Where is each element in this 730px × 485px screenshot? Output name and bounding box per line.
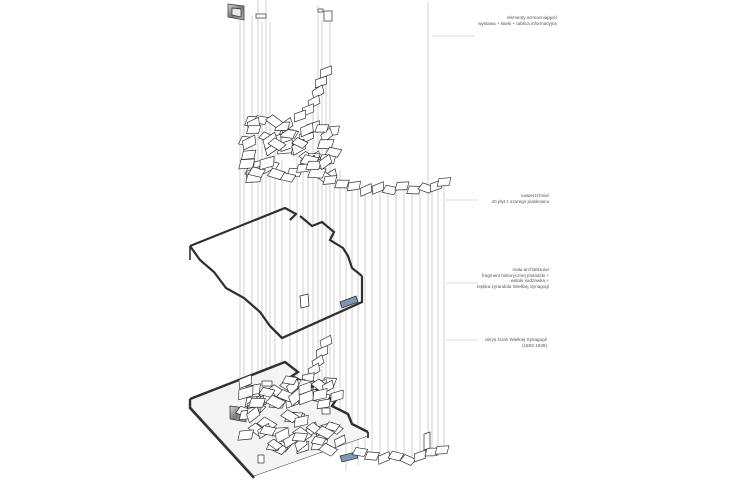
paving-tile bbox=[293, 414, 309, 428]
paving-tile bbox=[291, 137, 309, 149]
paving-tile bbox=[264, 114, 284, 129]
paving-tile bbox=[351, 447, 369, 457]
paving-tile bbox=[314, 425, 336, 440]
paving-tile bbox=[394, 181, 410, 191]
vertical-post bbox=[423, 431, 431, 451]
floor-fragment-details bbox=[299, 293, 359, 309]
annotation-line: (1863-1939) bbox=[521, 342, 547, 348]
top-exhibition-elements bbox=[227, 3, 333, 22]
paving-tile bbox=[267, 137, 287, 151]
paving-tile bbox=[283, 432, 297, 449]
annotation-exhibition-elements: elementy wzmacniające/ wystawa + ławki +… bbox=[478, 15, 557, 26]
paving-tile bbox=[300, 122, 314, 138]
annotation-line: mała architektura/ bbox=[512, 267, 549, 272]
annotation-line: elementy wzmacniające/ bbox=[506, 15, 557, 20]
paving-tile bbox=[359, 183, 373, 197]
paving-tile bbox=[238, 385, 254, 401]
paving-tile bbox=[310, 435, 327, 446]
paving-tile bbox=[246, 405, 261, 424]
paving-tile bbox=[381, 184, 399, 196]
paving-tile bbox=[315, 345, 329, 359]
paving-tile bbox=[305, 160, 322, 170]
annotation-line: obrys ścian Wielkiej Synagogi/ bbox=[484, 337, 547, 342]
annotation-line: nawierzchnia/ bbox=[520, 193, 549, 198]
paving-tile bbox=[264, 394, 287, 410]
annotation-line: fragment historycznej posadzki + bbox=[481, 272, 549, 278]
annotation-line: 40 płyt z szarego piaskowca bbox=[491, 198, 549, 204]
paving-tile bbox=[319, 65, 333, 79]
paving-tile bbox=[316, 398, 331, 410]
annotation-line: wystawa + ławki + tablica informacyjna bbox=[478, 20, 557, 26]
upper-paving-tiles bbox=[237, 65, 452, 197]
paving-tile bbox=[298, 381, 312, 396]
paving-tile bbox=[387, 450, 405, 462]
paving-tile bbox=[312, 388, 328, 402]
paving-tile bbox=[322, 175, 338, 185]
paving-tile bbox=[280, 409, 300, 424]
annotation-synagogue-outline: obrys ścian Wielkiej Synagogi/ (1863-193… bbox=[485, 337, 547, 348]
paving-tile bbox=[334, 179, 350, 189]
paving-tile bbox=[311, 84, 325, 100]
bench-element bbox=[255, 13, 267, 19]
paving-tile bbox=[315, 75, 327, 89]
paving-tile bbox=[296, 163, 311, 173]
annotation-line: widoki sadzawka + bbox=[510, 278, 549, 284]
paving-tile bbox=[317, 139, 335, 149]
label-leader-lines bbox=[432, 35, 478, 341]
paving-tile bbox=[279, 172, 297, 183]
paving-tile bbox=[293, 109, 307, 123]
bench-element bbox=[323, 10, 333, 22]
bench-element bbox=[261, 380, 273, 387]
paving-tile bbox=[314, 124, 330, 133]
paving-tile bbox=[248, 397, 266, 408]
paving-tile bbox=[237, 429, 254, 441]
annotation-small-architecture: mała architektura/ fragment historycznej… bbox=[477, 267, 549, 289]
paving-tile bbox=[330, 389, 344, 403]
glass-panel bbox=[339, 295, 359, 309]
paving-tile bbox=[281, 375, 298, 386]
paving-tile bbox=[259, 155, 275, 171]
paving-tile bbox=[347, 180, 361, 192]
paving-tile bbox=[399, 454, 417, 466]
paving-tile bbox=[291, 432, 309, 442]
paving-tile bbox=[319, 334, 333, 350]
paving-tile bbox=[413, 449, 427, 463]
paving-tile bbox=[266, 438, 284, 451]
paving-tile bbox=[242, 134, 257, 151]
paving-tile bbox=[245, 125, 262, 134]
bench-element bbox=[257, 454, 265, 464]
paving-tile bbox=[238, 374, 253, 390]
lower-paving-tiles bbox=[235, 334, 450, 466]
paving-tile bbox=[318, 442, 339, 457]
paving-tile bbox=[334, 434, 347, 448]
bench-element bbox=[317, 8, 324, 13]
paving-tile bbox=[259, 425, 277, 436]
paving-tile bbox=[406, 185, 422, 195]
paving-tile bbox=[318, 153, 333, 171]
paving-tile bbox=[436, 177, 452, 187]
historic-floor-fragment bbox=[189, 206, 364, 340]
annotation-line: replika żyrandola Wielkiej Synagogi bbox=[476, 283, 549, 289]
paving-tile bbox=[377, 451, 391, 465]
paving-tile bbox=[364, 451, 380, 461]
paving-tile bbox=[275, 427, 290, 444]
annotation-paving: nawierzchnia/ 40 płyt z szarego piaskowc… bbox=[492, 193, 549, 204]
paving-tile bbox=[241, 149, 257, 160]
paving-tile bbox=[434, 445, 450, 455]
